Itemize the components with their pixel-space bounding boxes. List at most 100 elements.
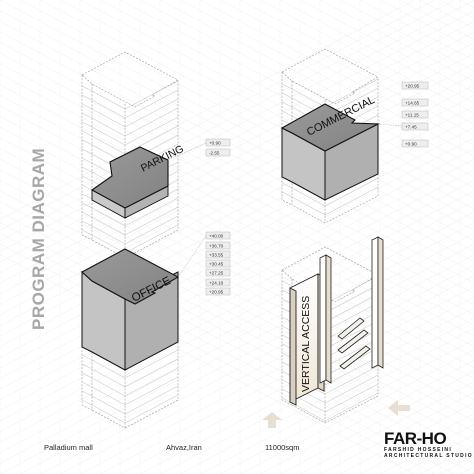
drawing-line: [81, 94, 93, 101]
drawing-line: [91, 117, 126, 137]
drawing-line: [124, 197, 179, 227]
drawing-line: [0, 243, 435, 474]
drawing-line: [139, 296, 474, 474]
drawing-line: [0, 0, 455, 241]
drawing-line: [179, 0, 474, 157]
drawing-line: [79, 0, 474, 210]
drawing-line: [281, 92, 293, 99]
drawing-line: [81, 103, 93, 110]
drawing-line: [159, 307, 474, 474]
drawing-line: [91, 404, 126, 424]
drawing-line: [81, 381, 93, 388]
office-level: +40.00: [209, 234, 224, 239]
drawing-line: [119, 286, 474, 474]
project-name: Palladium mall: [44, 443, 93, 452]
drawing-line: [291, 196, 326, 216]
drawing-line: [39, 243, 474, 474]
drawing-line: [139, 0, 474, 178]
drawing-line: [291, 402, 326, 422]
drawing-line: [279, 370, 474, 474]
drawing-line: [324, 383, 379, 413]
parking-panel: PARKING +0.90 -2.55: [81, 51, 231, 259]
drawing-line: [159, 0, 474, 167]
drawing-line: [124, 385, 179, 415]
drawing-line: [0, 0, 415, 220]
vertical-access-panel: VERTICAL ACCESS: [281, 236, 384, 424]
program-diagram-title: PROGRAM DIAGRAM: [29, 147, 48, 330]
drawing-line: [19, 233, 474, 474]
drawing-line: [399, 0, 474, 40]
drawing-line: [324, 186, 379, 216]
drawing-line: [81, 157, 93, 164]
drawing-line: [81, 390, 93, 397]
drawing-line: [324, 78, 379, 108]
drawing-line: [219, 339, 474, 474]
drawing-line: [239, 349, 474, 474]
drawing-line: [324, 302, 379, 332]
drawing-line: [59, 254, 474, 474]
drawing-line: [124, 349, 179, 379]
drawing-line: [39, 0, 474, 231]
drawing-line: [359, 0, 474, 61]
commercial-level: +0.90: [405, 142, 417, 147]
drawing-line: [81, 148, 93, 155]
drawing-line: [91, 216, 126, 236]
drawing-line: [259, 0, 474, 114]
drawing-line: [324, 374, 379, 404]
drawing-line: [319, 0, 474, 82]
drawing-line: [99, 275, 474, 474]
drawing-line: [124, 89, 179, 119]
drawing-line: [59, 0, 474, 220]
parking-level-tags: +0.90 -2.55: [167, 138, 231, 161]
commercial-level: +14.65: [405, 101, 420, 106]
drawing-line: [324, 177, 379, 207]
drawing-line: [99, 0, 474, 199]
drawing-line: [359, 413, 474, 474]
vertical-access-cores: [289, 236, 384, 406]
drawing-line: [199, 0, 474, 146]
drawing-line: [124, 358, 179, 388]
drawing-line: [291, 187, 326, 207]
drawing-line: [0, 0, 435, 231]
drawing-line: [124, 394, 179, 424]
drawing-line: [81, 220, 93, 227]
office-level: +36.70: [209, 244, 224, 249]
drawing-line: [324, 275, 379, 305]
drawing-line: [91, 108, 126, 128]
drawing-line: [91, 126, 126, 146]
drawing-line: [281, 280, 293, 287]
drawing-line: [281, 182, 293, 189]
drawing-line: [81, 202, 93, 209]
entrance-arrows: [262, 400, 410, 428]
drawing-line: [281, 191, 293, 198]
drawing-line: [279, 0, 474, 104]
office-panel: OFFICE +40.00 +36.70 +33.55 +30.45 +27.2…: [81, 231, 231, 429]
drawing-line: [0, 254, 415, 474]
drawing-line: [81, 211, 93, 218]
